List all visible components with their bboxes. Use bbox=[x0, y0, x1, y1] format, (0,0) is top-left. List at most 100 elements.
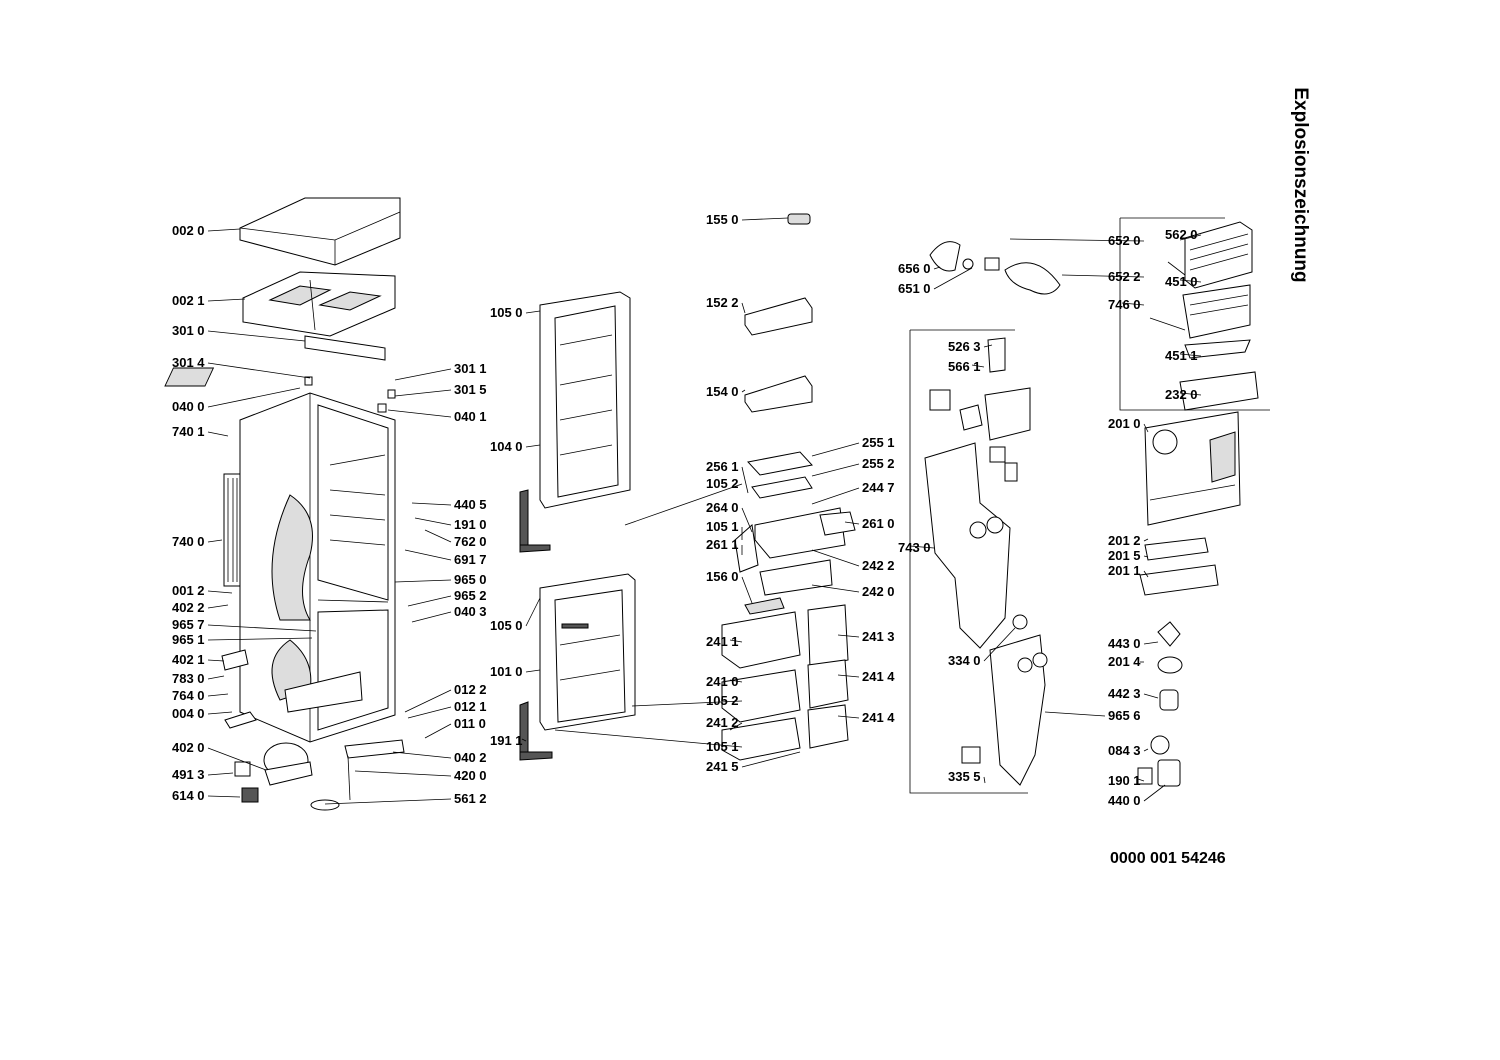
part-label: 652 0 bbox=[1108, 233, 1141, 248]
freezer-drawers-part bbox=[721, 597, 849, 761]
leader-line bbox=[741, 217, 789, 221]
part-label: 001 2 bbox=[172, 583, 205, 598]
leader-line bbox=[837, 674, 860, 678]
leader-line bbox=[407, 706, 452, 719]
part-label: 965 7 bbox=[172, 617, 205, 632]
part-label: 152 2 bbox=[706, 295, 739, 310]
part-label: 242 0 bbox=[862, 584, 895, 599]
part-label: 241 2 bbox=[706, 715, 739, 730]
part-label: 040 1 bbox=[454, 409, 487, 424]
part-label: 334 0 bbox=[948, 653, 981, 668]
control-plate-part bbox=[164, 367, 215, 387]
part-label: 105 1 bbox=[706, 519, 739, 534]
leader-line bbox=[525, 597, 541, 627]
evaporator-part bbox=[1179, 221, 1259, 411]
part-label: 241 0 bbox=[706, 674, 739, 689]
leader-line bbox=[1143, 641, 1159, 645]
leader-line bbox=[837, 634, 860, 638]
top-cover-part bbox=[239, 197, 401, 266]
part-label: 004 0 bbox=[172, 706, 205, 721]
leader-line bbox=[1143, 693, 1159, 699]
part-label: 002 0 bbox=[172, 223, 205, 238]
leader-line bbox=[741, 576, 753, 604]
part-label: 040 3 bbox=[454, 604, 487, 619]
leader-line bbox=[1143, 555, 1149, 558]
leader-line bbox=[424, 529, 452, 543]
leader-line bbox=[729, 679, 743, 683]
leader-line bbox=[933, 266, 941, 270]
leader-line bbox=[387, 409, 452, 418]
leader-line bbox=[207, 604, 229, 609]
leader-line bbox=[1143, 570, 1149, 578]
part-label: 154 0 bbox=[706, 384, 739, 399]
part-label: 105 1 bbox=[706, 739, 739, 754]
leader-line bbox=[1143, 538, 1149, 542]
part-label: 156 0 bbox=[706, 569, 739, 584]
leader-line bbox=[207, 330, 306, 342]
leader-line bbox=[1179, 353, 1202, 357]
leader-line bbox=[811, 549, 860, 567]
leader-line bbox=[741, 466, 749, 494]
part-label: 261 0 bbox=[862, 516, 895, 531]
leader-line bbox=[207, 228, 241, 232]
part-label: 301 4 bbox=[172, 355, 205, 370]
part-label: 566 1 bbox=[948, 359, 981, 374]
diagram-title-text: Explosionszeichnung bbox=[1290, 87, 1311, 283]
leader-line bbox=[741, 389, 746, 393]
part-label: 241 4 bbox=[862, 669, 895, 684]
door-shelf-upper-part bbox=[744, 297, 813, 336]
leader-line bbox=[983, 776, 986, 784]
part-label: 762 0 bbox=[454, 534, 487, 549]
leader-line bbox=[624, 483, 743, 526]
leader-line bbox=[1137, 778, 1145, 782]
part-label: 451 0 bbox=[1165, 274, 1198, 289]
leader-line bbox=[983, 344, 993, 348]
leader-line bbox=[525, 310, 541, 314]
leader-line bbox=[207, 362, 311, 379]
leader-line bbox=[207, 298, 246, 302]
leader-line bbox=[1179, 279, 1202, 283]
leader-line bbox=[207, 637, 313, 641]
part-label: 764 0 bbox=[172, 688, 205, 703]
condenser-part bbox=[223, 473, 241, 587]
part-label: 965 6 bbox=[1108, 708, 1141, 723]
part-label: 614 0 bbox=[172, 788, 205, 803]
part-label: 443 0 bbox=[1108, 636, 1141, 651]
leader-line bbox=[811, 463, 860, 477]
fridge-door-part bbox=[519, 291, 631, 553]
top-frame-part bbox=[242, 271, 396, 337]
part-label: 242 2 bbox=[862, 558, 895, 573]
diagram-title: Explosionszeichnung bbox=[1280, 50, 1320, 320]
leader-line bbox=[909, 545, 935, 549]
control-panel-part bbox=[304, 335, 386, 361]
part-label: 012 2 bbox=[454, 682, 487, 697]
part-label: 402 2 bbox=[172, 600, 205, 615]
part-label: 040 2 bbox=[454, 750, 487, 765]
leader-line bbox=[207, 795, 241, 798]
leader-line bbox=[971, 364, 985, 368]
part-label: 402 1 bbox=[172, 652, 205, 667]
part-label: 191 0 bbox=[454, 517, 487, 532]
door-shelf-part bbox=[744, 375, 813, 413]
part-label: 101 0 bbox=[490, 664, 523, 679]
leader-line bbox=[354, 770, 452, 777]
part-label: 740 0 bbox=[172, 534, 205, 549]
part-label: 105 0 bbox=[490, 618, 523, 633]
part-label: 232 0 bbox=[1165, 387, 1198, 402]
part-label: 335 5 bbox=[948, 769, 981, 784]
part-label: 201 1 bbox=[1108, 563, 1141, 578]
leader-line bbox=[207, 747, 267, 771]
document-number: 0000 001 54246 bbox=[1110, 850, 1226, 867]
leader-line bbox=[811, 442, 860, 457]
leader-line bbox=[525, 444, 541, 448]
leader-line bbox=[404, 549, 452, 561]
part-label: 190 1 bbox=[1108, 773, 1141, 788]
leader-line bbox=[729, 722, 743, 731]
leader-line bbox=[207, 387, 301, 408]
part-label: 651 0 bbox=[898, 281, 931, 296]
part-label: 965 2 bbox=[454, 588, 487, 603]
part-label: 491 3 bbox=[172, 767, 205, 782]
cabinet-body-part bbox=[239, 392, 396, 743]
leader-line bbox=[394, 579, 452, 583]
